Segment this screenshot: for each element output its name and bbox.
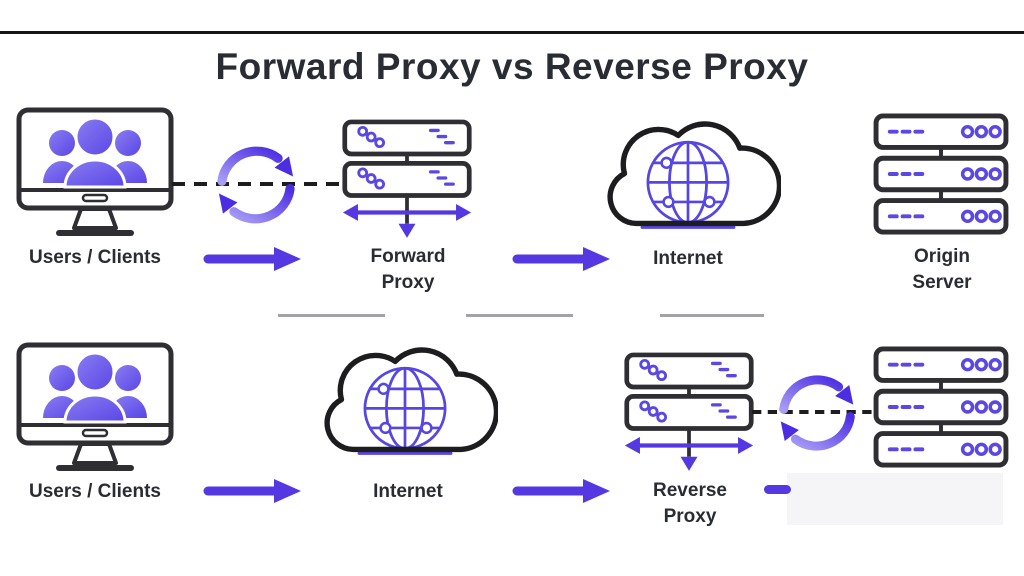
origin-server-label: Origin Server bbox=[912, 246, 972, 293]
sync-arrows-icon bbox=[210, 139, 302, 231]
origin-server-icon bbox=[872, 112, 1010, 236]
page-title: Forward Proxy vs Reverse Proxy bbox=[215, 46, 809, 87]
reverse-proxy-icon bbox=[623, 351, 755, 472]
internet-label: Internet bbox=[373, 481, 443, 502]
reverse-proxy-label: Reverse Proxy bbox=[653, 480, 727, 527]
internet-cloud-icon bbox=[312, 337, 498, 469]
flow-arrow-icon bbox=[512, 478, 612, 504]
origin-server-icon bbox=[872, 345, 1010, 469]
monitor-users-icon bbox=[15, 341, 175, 476]
users-clients-label: Users / Clients bbox=[29, 247, 161, 268]
forward-proxy-icon bbox=[341, 118, 473, 239]
divider-segment bbox=[466, 314, 573, 317]
sync-arrows-icon bbox=[772, 368, 862, 458]
internet-cloud-icon bbox=[595, 111, 781, 243]
forward-proxy-label: Forward Proxy bbox=[370, 246, 446, 293]
monitor-users-icon bbox=[15, 106, 175, 241]
flow-arrow-icon bbox=[512, 246, 612, 272]
blank-overlay bbox=[787, 473, 1003, 525]
users-clients-label: Users / Clients bbox=[29, 481, 161, 502]
top-rule bbox=[0, 31, 1024, 34]
divider-segment bbox=[660, 314, 764, 317]
flow-arrow-icon bbox=[203, 246, 303, 272]
arrow-stub bbox=[764, 485, 791, 494]
internet-label: Internet bbox=[653, 248, 723, 269]
divider-segment bbox=[278, 314, 385, 317]
flow-arrow-icon bbox=[203, 478, 303, 504]
